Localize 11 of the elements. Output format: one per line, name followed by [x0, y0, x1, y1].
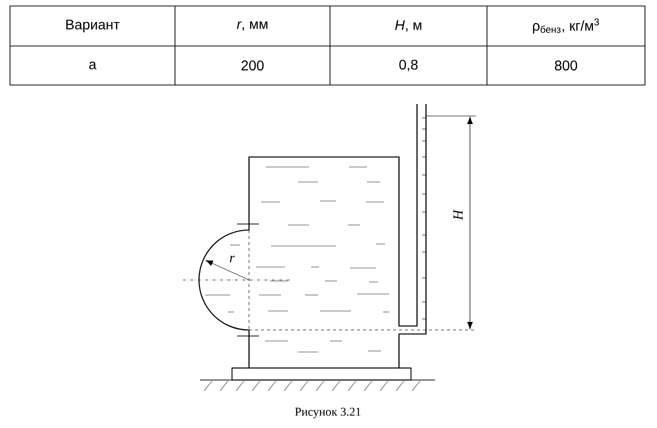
table-cell: а: [89, 62, 96, 70]
dimension-label: H: [453, 209, 463, 220]
radius-label: r: [230, 256, 235, 262]
table-cell: 800: [554, 60, 578, 70]
table-cell: 0,8: [399, 60, 418, 72]
table-header-cell: ρ$_{бенз}$, кг/м$^{3}$: [533, 18, 599, 34]
table-header-cell: r, мм: [236, 21, 268, 31]
table-cell: 200: [242, 60, 264, 70]
table-header-cell: Вариант: [66, 20, 120, 32]
caption: Рисунок 3.21: [295, 408, 361, 418]
table-header-cell: H, м: [395, 20, 422, 32]
